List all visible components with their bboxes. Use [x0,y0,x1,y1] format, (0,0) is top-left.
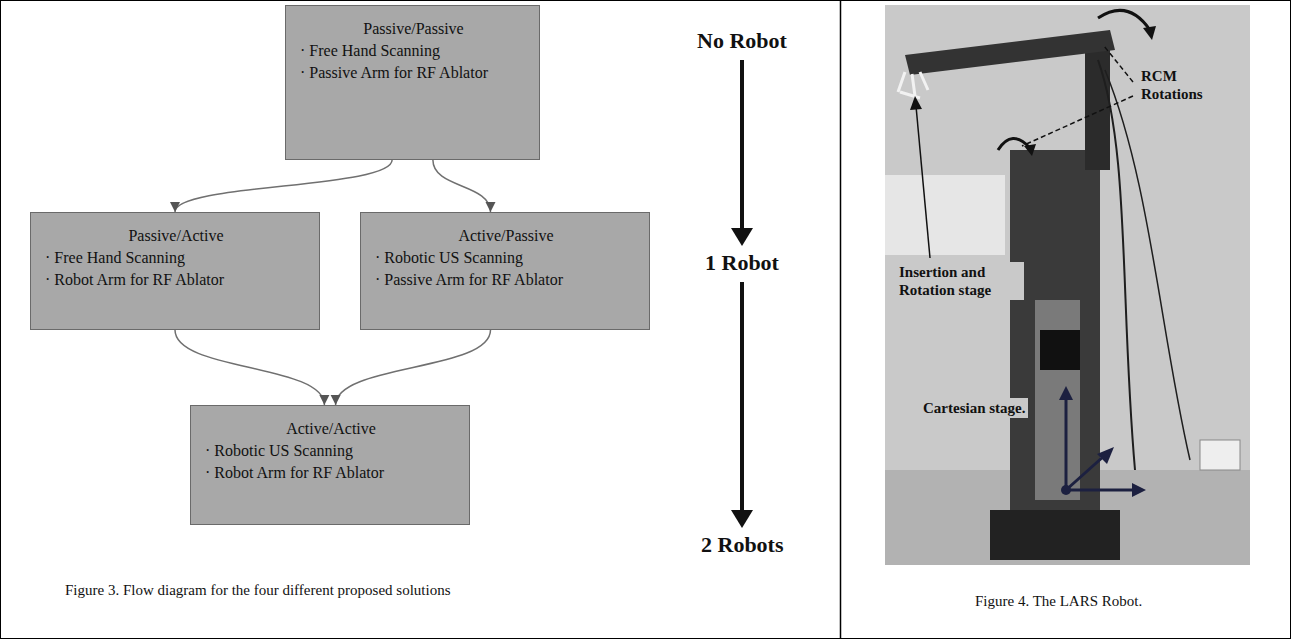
insertion-leader [916,106,930,258]
rotation-arrowhead [1024,144,1036,156]
callout-label: RCM Rotations [1138,66,1236,104]
panel-divider [840,0,842,639]
robot-block [1040,330,1080,370]
flow-connector [336,330,491,405]
robot-mast [1085,40,1110,170]
box-bullet: · Robot Arm for RF Ablator [45,269,307,291]
rcm-leader [1104,46,1133,82]
box-bullet: · Robot Arm for RF Ablator [205,462,457,484]
axis-arrow [1066,456,1104,490]
callout-label: Cartesian stage. [920,398,1028,418]
box-bullet: · Free Hand Scanning [45,247,307,269]
robot-count-arrow [740,282,744,514]
flow-connector [433,160,491,212]
flow-connector [175,160,392,212]
box-bullet: · Robotic US Scanning [205,440,457,462]
solution-box: Active/Active· Robotic US Scanning· Robo… [190,405,470,525]
box-bullet: · Robotic US Scanning [375,247,637,269]
rcm-leader [1022,96,1133,146]
robot-arm [905,30,1115,75]
box-heading: Passive/Active [45,225,307,247]
box-heading: Active/Active [205,418,457,440]
callout-label: Insertion and Rotation stage [896,262,1024,300]
figure-caption: Figure 3. Flow diagram for the four diff… [65,582,451,599]
robot-cartesian-plate [1035,300,1080,500]
robot-count: No Robot [697,28,787,54]
robot-count-arrowhead [731,510,753,528]
insertion-arrowhead [910,96,922,110]
axis-arrow [1065,398,1068,490]
solution-box: Passive/Passive· Free Hand Scanning· Pas… [285,5,540,160]
axis-arrow [1066,489,1134,492]
robot-base [990,510,1120,560]
robot-count: 2 Robots [701,532,784,558]
rotation-arrow [1098,10,1150,30]
robot-column [1010,150,1100,520]
photo-table [885,175,1005,255]
axis-arrowhead [1097,447,1114,464]
rotation-arrowhead [1143,26,1156,40]
axis-arrowhead [1132,483,1146,497]
box-bullet: · Free Hand Scanning [300,40,527,62]
flow-connector [175,330,324,405]
figure-caption: Figure 4. The LARS Robot. [975,592,1142,610]
robot-count-arrow [740,60,744,232]
robot-gripper [898,72,928,98]
box-bullet: · Passive Arm for RF Ablator [375,269,637,291]
robot-count-arrowhead [731,228,753,246]
photo-background [885,5,1250,565]
box-heading: Active/Passive [375,225,637,247]
solution-box: Active/Passive· Robotic US Scanning· Pas… [360,212,650,330]
axis-arrowhead [1059,386,1073,400]
rotation-arrow [998,138,1030,150]
robot-cable [1105,70,1190,460]
solution-box: Passive/Active· Free Hand Scanning· Robo… [30,212,320,330]
axis-origin [1061,485,1071,495]
photo-control-box [1200,440,1240,470]
box-heading: Passive/Passive [300,18,527,40]
box-bullet: · Passive Arm for RF Ablator [300,62,527,84]
robot-cable [1098,60,1135,470]
robot-count: 1 Robot [705,250,779,276]
